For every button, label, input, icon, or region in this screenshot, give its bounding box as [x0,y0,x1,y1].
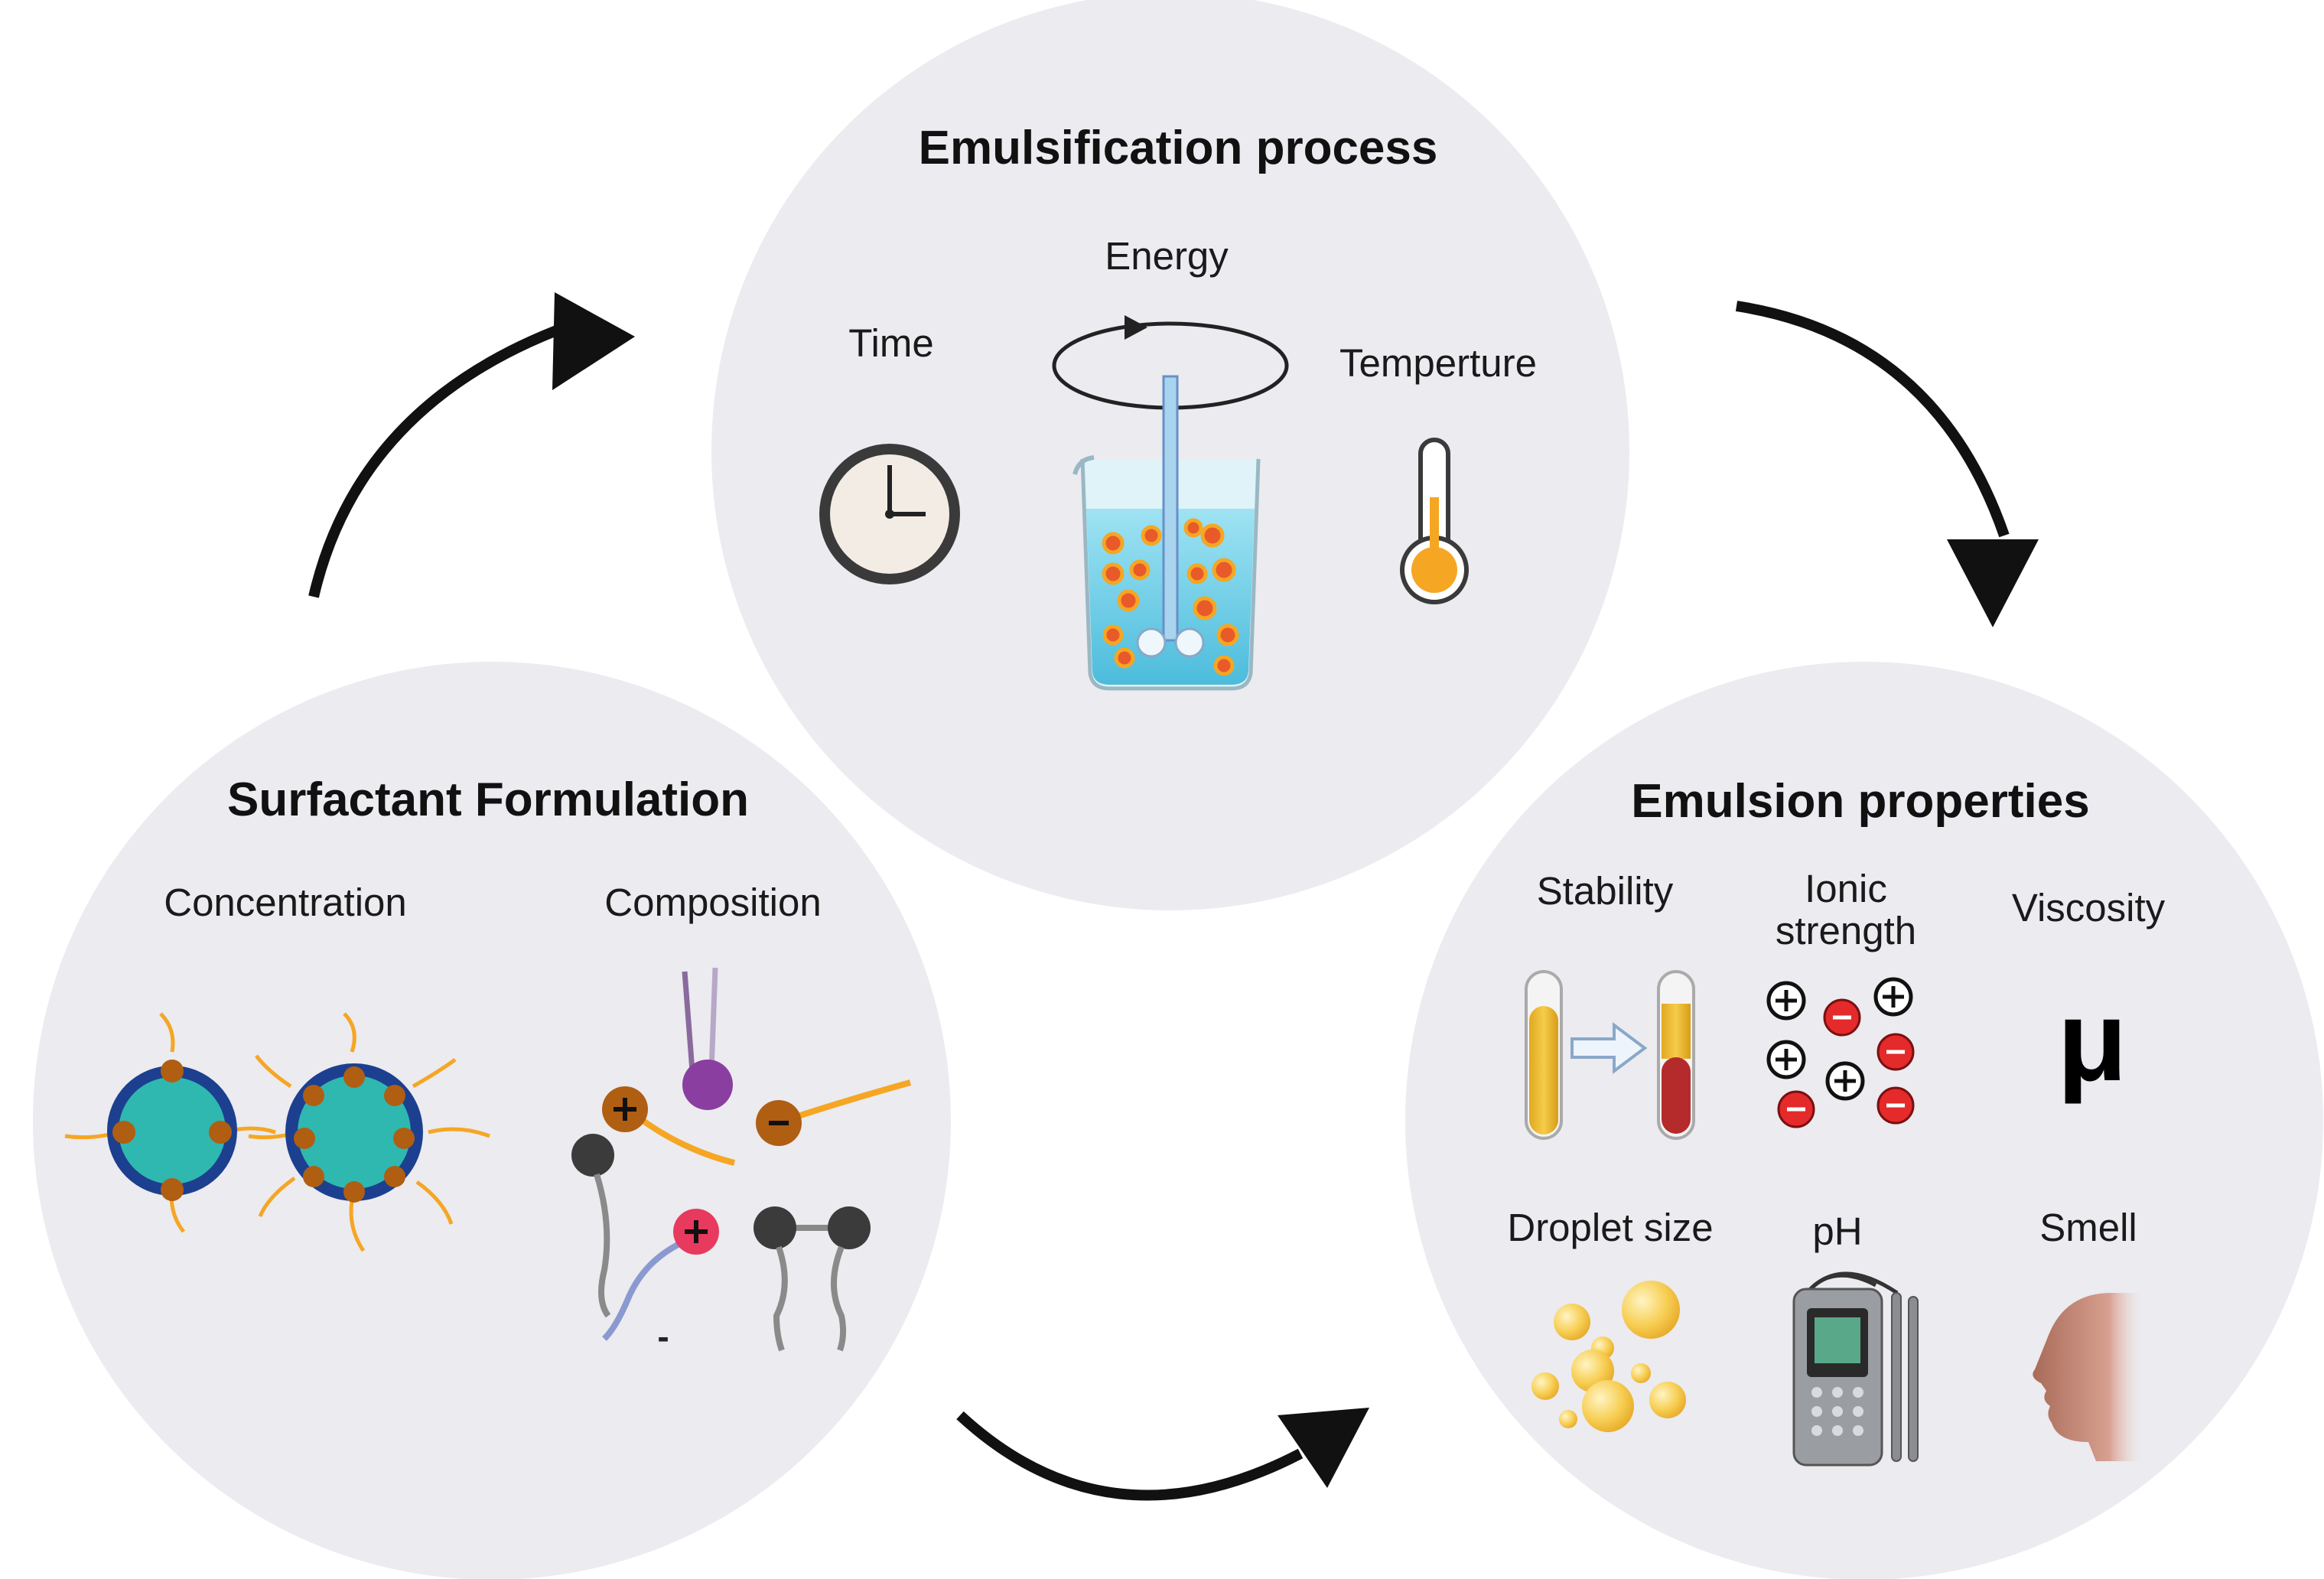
ph-label: pH [1812,1209,1863,1253]
composition-label: Composition [604,881,822,924]
ionic-label: Ionic [1805,867,1887,910]
viscosity-label: Viscosity [2011,886,2166,929]
minus-sign-label: - [657,1317,669,1356]
arrow-formulation-to-properties [956,1408,1369,1501]
formulation-circle [33,662,951,1579]
concentration-label: Concentration [164,881,407,924]
temperature-label: Temperture [1339,341,1537,385]
ions-icon [1766,977,1915,1128]
properties-title: Emulsion properties [1631,775,2090,828]
stability-tubes-icon [1525,970,1695,1140]
strength-label: strength [1775,909,1917,952]
micelle-large-icon [248,1012,490,1252]
ph-meter-icon [1792,1271,1919,1467]
clock-icon [819,444,960,584]
stability-label: Stability [1536,869,1674,913]
droplets-icon [1531,1281,1686,1432]
time-label: Time [848,321,934,365]
process-title: Emulsification process [918,122,1438,174]
viscosity-symbol: μ [2057,976,2127,1105]
energy-label: Energy [1105,234,1229,278]
arrow-formulation-to-process [308,292,635,598]
smell-label: Smell [2039,1206,2137,1249]
droplet-size-label: Droplet size [1507,1206,1714,1249]
thermometer-icon [1400,438,1469,604]
surfactant-molecules-icon [571,967,912,1352]
arrow-process-to-properties [1735,301,2039,627]
formulation-title: Surfactant Formulation [226,773,750,826]
beaker-icon [1072,375,1261,691]
face-icon [2033,1293,2142,1461]
micelle-small-icon [64,1012,276,1233]
